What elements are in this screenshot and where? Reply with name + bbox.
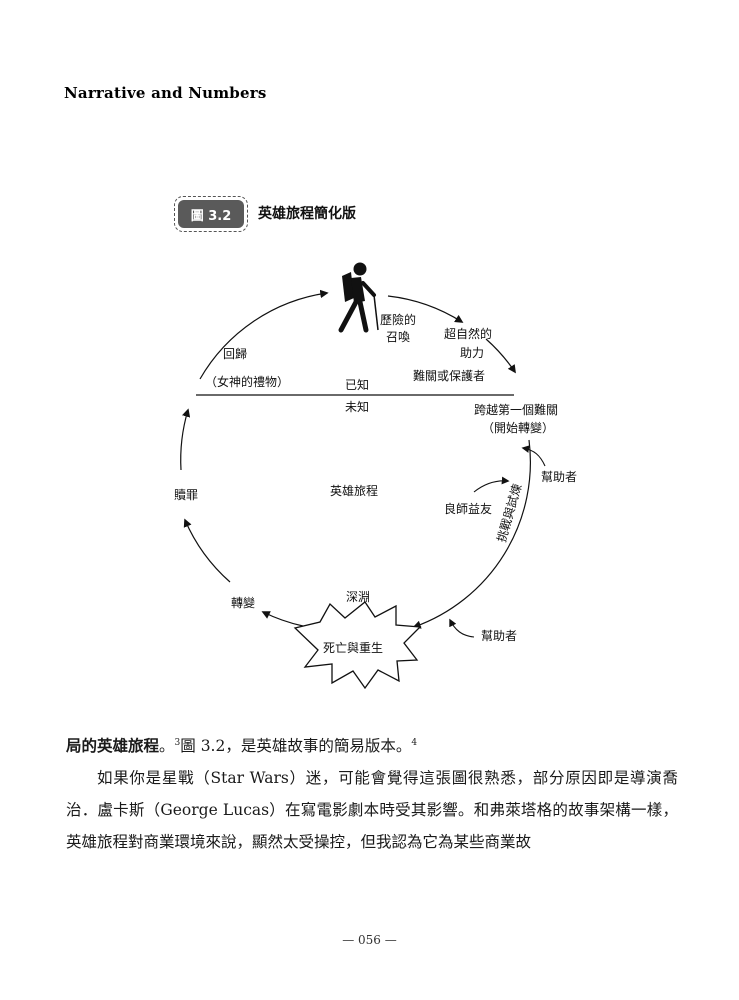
death-rebirth-starburst	[293, 601, 422, 690]
label-transformation: 轉變	[231, 595, 255, 610]
helper-arrow-upper	[521, 445, 546, 467]
figure-label-text: 圖 3.2	[178, 200, 244, 228]
cycle-arc-left-upper	[180, 408, 191, 471]
label-call-line2: 召喚	[386, 330, 410, 344]
figure-label-badge: 圖 3.2	[174, 196, 248, 232]
label-center-hero-journey: 英雄旅程	[330, 483, 378, 498]
page-number: — 056 —	[342, 933, 397, 947]
cycle-arc-right-lower	[412, 439, 532, 629]
label-supernatural-line2: 助力	[460, 346, 484, 360]
label-helper-upper: 幫助者	[541, 469, 577, 484]
helper-arrow-lower	[449, 618, 475, 638]
footnote-ref-3: 3	[174, 738, 181, 748]
running-head: Narrative and Numbers	[64, 84, 267, 102]
label-guardians: 難關或保護者	[413, 368, 485, 383]
mentor-arrow	[473, 476, 510, 493]
lead-text-part2: 圖 3.2，是英雄故事的簡易版本。	[180, 737, 412, 755]
label-trials: 挑戰與試煉	[493, 482, 524, 544]
label-threshold-line1: 跨越第一個難關	[474, 402, 558, 417]
body-paragraph: 如果你是星戰（Star Wars）迷，可能會覺得這張圖很熟悉，部分原因即是導演喬…	[66, 769, 678, 851]
body-text: 局的英雄旅程。3圖 3.2，是英雄故事的簡易版本。4 如果你是星戰（Star W…	[66, 730, 678, 858]
label-known: 已知	[345, 378, 369, 392]
lead-paragraph: 局的英雄旅程。3圖 3.2，是英雄故事的簡易版本。4	[66, 730, 678, 762]
label-abyss: 深淵	[346, 590, 370, 604]
footnote-ref-4: 4	[411, 738, 418, 748]
label-supernatural-line1: 超自然的	[444, 326, 492, 341]
lead-bold-text: 局的英雄旅程	[66, 737, 160, 755]
label-threshold-line2: （開始轉變）	[482, 420, 554, 435]
label-death-rebirth: 死亡與重生	[323, 641, 383, 655]
hero-journey-diagram: 歷險的 召喚 超自然的 助力 難關或保護者 跨越第一個難關 （開始轉變） 幫助者…	[174, 262, 577, 690]
label-helper-lower: 幫助者	[481, 628, 517, 643]
hiker-icon	[338, 262, 379, 333]
lead-text-part1: 。	[159, 737, 175, 755]
cycle-arc-right-upper	[485, 338, 516, 374]
label-mentor: 良師益友	[444, 501, 492, 516]
label-unknown: 未知	[345, 400, 369, 414]
label-goddess-gift: （女神的禮物）	[205, 374, 289, 389]
label-atonement: 贖罪	[174, 487, 198, 502]
cycle-arc-left-lower	[183, 518, 231, 583]
cycle-arc-bottom	[261, 611, 304, 627]
cycle-arc-top-right	[387, 295, 464, 323]
cycle-arc-top-left	[199, 289, 329, 380]
label-call-line1: 歷險的	[380, 312, 416, 327]
figure-title: 英雄旅程簡化版	[258, 206, 356, 222]
label-return: 回歸	[223, 347, 247, 361]
